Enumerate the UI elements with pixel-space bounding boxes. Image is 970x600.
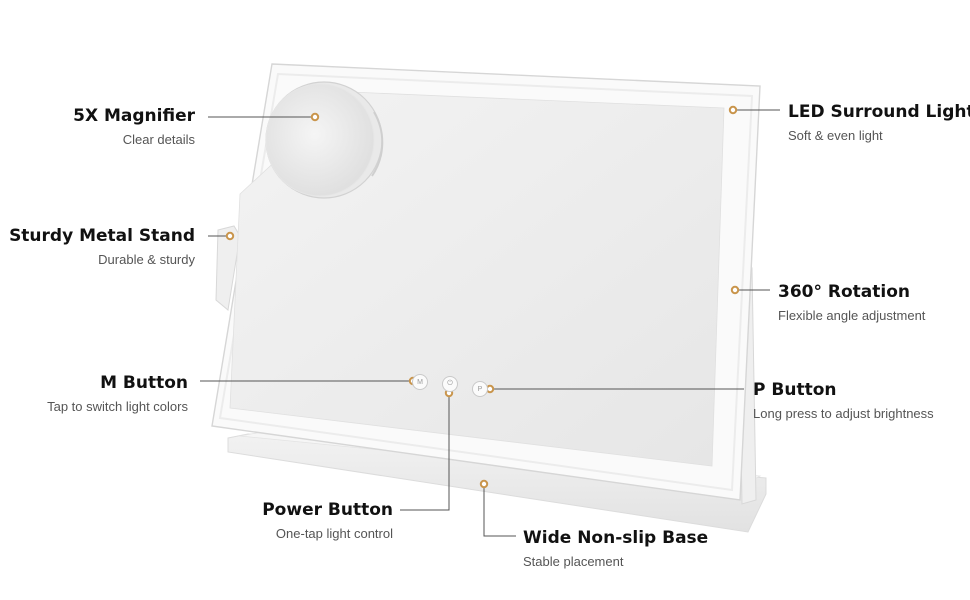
callout-stand-subtitle: Durable & sturdy bbox=[98, 252, 195, 267]
callout-base-title: Wide Non-slip Base bbox=[523, 528, 709, 548]
dot-magnifier bbox=[310, 112, 320, 122]
m-touch-button-icon: M bbox=[412, 374, 428, 390]
callout-magnifier-title: 5X Magnifier bbox=[73, 106, 195, 126]
mirror-base bbox=[227, 433, 767, 533]
power-touch-button-icon: ⏻ bbox=[442, 376, 458, 392]
callout-m-button-title: M Button bbox=[100, 373, 188, 393]
dot-base bbox=[479, 479, 489, 489]
leader-lines bbox=[200, 109, 780, 537]
magnifier-mirror bbox=[265, 81, 384, 199]
callout-p-button-subtitle: Long press to adjust brightness bbox=[753, 406, 934, 421]
dot-rotation bbox=[730, 285, 740, 295]
callout-base-subtitle: Stable placement bbox=[523, 554, 624, 569]
callout-rotation-title: 360° Rotation bbox=[778, 282, 911, 302]
callout-led-subtitle: Soft & even light bbox=[788, 128, 883, 143]
callout-power-button-title: Power Button bbox=[262, 500, 393, 520]
dot-led bbox=[728, 105, 738, 115]
dot-stand bbox=[225, 231, 235, 241]
callout-led-title: LED Surround Light bbox=[788, 102, 970, 122]
callout-m-button-subtitle: Tap to switch light colors bbox=[47, 399, 188, 414]
p-touch-button-icon: P bbox=[472, 381, 488, 397]
callout-p-button-title: P Button bbox=[753, 380, 837, 400]
callout-rotation-subtitle: Flexible angle adjustment bbox=[778, 308, 926, 323]
callout-power-button-subtitle: One-tap light control bbox=[275, 526, 393, 541]
left-stand-post bbox=[215, 225, 241, 311]
callout-magnifier-subtitle: Clear details bbox=[122, 132, 195, 147]
callout-stand-title: Sturdy Metal Stand bbox=[9, 226, 195, 246]
